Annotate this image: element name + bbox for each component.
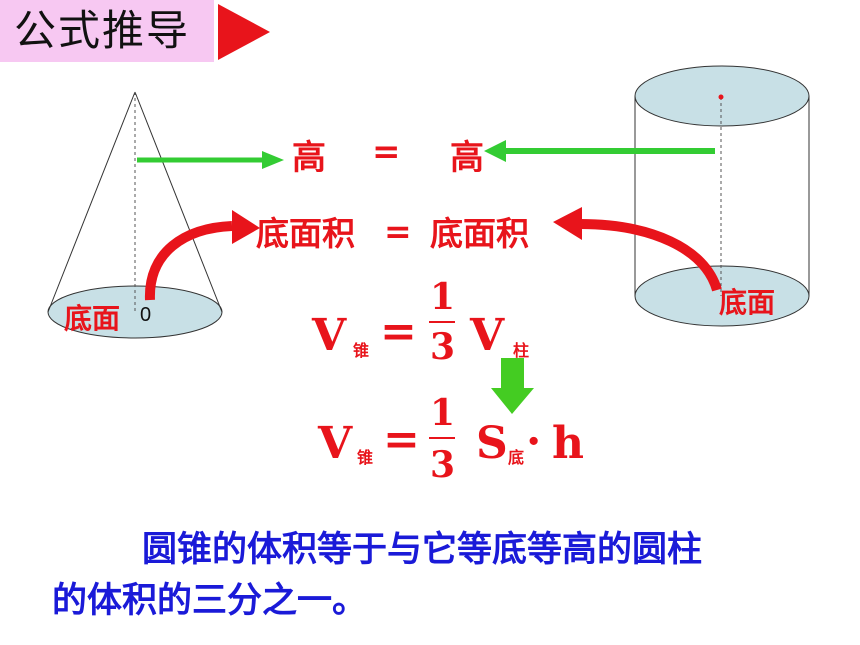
play-triangle-icon xyxy=(218,4,270,60)
base-area-equals: = xyxy=(384,212,412,251)
green-down-arrow-head xyxy=(491,388,534,414)
base-area-right-label: 底面积 xyxy=(430,214,529,253)
height-equals: = xyxy=(372,132,401,172)
green-arrow-right-head xyxy=(484,140,506,162)
conclusion-line-1: 圆锥的体积等于与它等底等高的圆柱 xyxy=(142,530,703,570)
base-area-left-label: 底面积 xyxy=(256,214,355,253)
page-title: 公式推导 xyxy=(14,6,191,55)
formula1-sub-cyl: 柱 xyxy=(513,341,530,360)
formula1-numerator: 1 xyxy=(430,276,456,318)
cone-left-edge xyxy=(47,91,136,313)
formula2-denominator: 3 xyxy=(430,444,456,486)
conclusion-line-2: 的体积的三分之一。 xyxy=(52,581,368,621)
height-right-label: 高 xyxy=(450,138,484,178)
formula2-s: S xyxy=(476,418,508,469)
cylinder-base-label: 底面 xyxy=(719,286,776,319)
formula2-sub-cone: 锥 xyxy=(357,448,374,467)
formula1-v2: V xyxy=(470,310,505,361)
formula1-sub-cone: 锥 xyxy=(353,341,370,360)
formula1-equals: = xyxy=(380,306,417,357)
formula2-equals: = xyxy=(383,414,420,465)
formula2-v: V xyxy=(318,418,353,469)
formula2-numerator: 1 xyxy=(430,392,456,434)
cone-right-edge xyxy=(134,91,223,313)
red-arrow-right-curve xyxy=(579,219,722,292)
formula2-dot: · xyxy=(526,416,542,467)
cylinder-top-center-dot xyxy=(718,94,724,100)
formula2-h: h xyxy=(552,418,584,469)
red-arrow-left-curve xyxy=(144,221,233,301)
red-arrow-right-head xyxy=(553,207,582,240)
green-arrow-left-head xyxy=(262,151,284,169)
cone-base-label: 底面 xyxy=(64,302,121,335)
formula1-denominator: 3 xyxy=(430,326,456,368)
formula1-v: V xyxy=(312,310,347,361)
title-banner xyxy=(0,0,214,62)
cone-base-number: 0 xyxy=(140,304,152,326)
green-down-arrow-shaft xyxy=(501,358,524,390)
formula2-sub-base: 底 xyxy=(508,448,525,467)
red-arrow-left-head xyxy=(232,210,260,244)
height-left-label: 高 xyxy=(292,138,326,178)
